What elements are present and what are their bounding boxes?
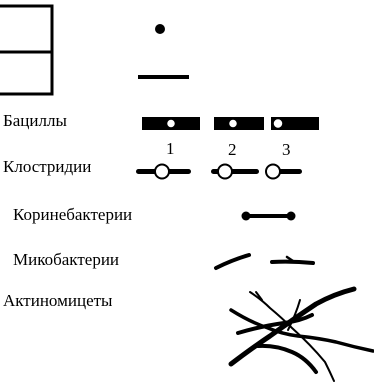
coccus-dot bbox=[155, 24, 165, 34]
hypha-5 bbox=[256, 343, 318, 374]
actinomycetes-mycelium bbox=[228, 286, 374, 382]
mycobacteria-shapes bbox=[214, 253, 315, 270]
lower-box bbox=[0, 50, 54, 96]
label-actinomycetes: Актиномицеты bbox=[3, 291, 113, 310]
bacilli-rod-2 bbox=[214, 117, 264, 130]
bacilli-spore-1 bbox=[165, 118, 177, 129]
corynebacteria-shape bbox=[241, 211, 296, 221]
clostridia-spore-2 bbox=[217, 163, 233, 180]
spore-position-number-1: 1 bbox=[166, 139, 175, 158]
label-corynebacteria: Коринебактерии bbox=[13, 205, 133, 224]
spore-position-number-3: 3 bbox=[282, 140, 291, 159]
clostridia-spore-1 bbox=[154, 163, 170, 180]
upper-box bbox=[0, 4, 54, 54]
short-rod bbox=[138, 75, 189, 79]
label-bacilli: Бациллы bbox=[3, 111, 67, 130]
bacilli-spore-2 bbox=[227, 118, 239, 129]
top-left-boxes bbox=[0, 4, 54, 96]
coryne-rod bbox=[245, 214, 291, 218]
spore-position-number-2: 2 bbox=[228, 140, 237, 159]
hypha-7 bbox=[255, 291, 263, 301]
bacilli-spore-rods bbox=[142, 117, 319, 130]
hypha-3 bbox=[229, 308, 374, 353]
hypha-1 bbox=[249, 291, 335, 382]
bacilli-spore-3 bbox=[272, 117, 284, 130]
hypha-6 bbox=[287, 299, 301, 331]
myco-rod-1 bbox=[214, 253, 251, 270]
bacilli-rod-3 bbox=[271, 117, 319, 130]
myco-rod-2-tip bbox=[285, 255, 295, 263]
clostridia-spore-3 bbox=[265, 163, 281, 180]
clostridia-spore-rods bbox=[136, 163, 302, 180]
coryne-end-right bbox=[286, 211, 296, 221]
coryne-end-left bbox=[241, 211, 251, 221]
label-clostridia: Клостридии bbox=[3, 157, 92, 176]
label-mycobacteria: Микобактерии bbox=[13, 250, 120, 269]
hypha-4 bbox=[236, 313, 314, 335]
